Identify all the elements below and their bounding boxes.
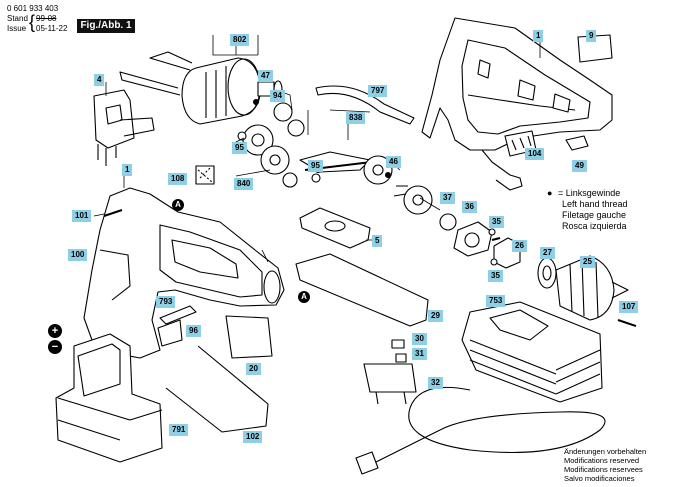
part-callout: 31	[412, 348, 427, 360]
brush-pad	[195, 165, 215, 185]
part-callout: 802	[230, 34, 250, 46]
footer-line-en: Modifications reserved	[564, 456, 640, 465]
part-callout: 94	[270, 90, 285, 102]
footer-line-de: Änderungen vorbehalten	[564, 447, 647, 456]
part-callout: 753	[486, 295, 506, 307]
charger	[355, 301, 606, 475]
part-callout: 37	[440, 192, 455, 204]
chuck-screw	[617, 319, 637, 327]
part-callout: 104	[525, 148, 545, 160]
callout-marker-a: A	[301, 292, 307, 301]
battery-pack	[55, 333, 163, 463]
panel-part	[225, 315, 273, 359]
issue-date: 05-11-22	[36, 24, 68, 33]
part-callout: 36	[462, 201, 477, 213]
drill-chuck	[555, 255, 629, 321]
part-callout: 26	[512, 240, 527, 252]
part-callout: 95	[308, 160, 323, 172]
small-part-31	[395, 353, 407, 363]
minus-terminal-sign: −	[51, 341, 59, 353]
holder-part	[157, 319, 183, 347]
stand-label: Stand	[7, 14, 28, 23]
part-callout: 793	[156, 296, 176, 308]
part-callout: 840	[234, 178, 254, 190]
gearbox-parts	[237, 102, 457, 231]
figure-tag: Fig./Abb. 1	[77, 19, 135, 33]
footer-line-fr: Modifications reservees	[564, 465, 643, 474]
part-callout: 107	[619, 301, 639, 313]
legend-line-fr: Filetage gauche	[562, 210, 627, 220]
part-callout: 791	[169, 424, 189, 436]
small-part-30	[391, 339, 405, 349]
part-callout: 838	[346, 112, 366, 124]
callout-marker-a: A	[175, 200, 181, 209]
part-callout: 95	[232, 142, 247, 154]
part-callout: 47	[258, 70, 273, 82]
part-callout: 49	[572, 160, 587, 172]
part-callout: 4	[94, 74, 105, 86]
part-callout: 96	[186, 325, 201, 337]
motor	[119, 51, 283, 125]
legend-line-de: = Linksgewinde	[558, 188, 621, 198]
pin-part	[159, 305, 197, 325]
issue-label: Issue	[7, 24, 27, 33]
part-callout: 797	[368, 85, 388, 97]
part-callout: 100	[68, 249, 88, 261]
part-callout: 30	[412, 333, 427, 345]
legend-marker: ●	[547, 188, 553, 198]
legend-line-es: Rosca izquierda	[562, 221, 627, 231]
drill-body	[83, 187, 285, 359]
strap	[315, 85, 415, 125]
part-callout: 1	[533, 30, 544, 42]
part-callout: 25	[580, 256, 595, 268]
clip-part	[565, 135, 589, 151]
document-number: 0 601 933 403	[7, 4, 59, 13]
stand-date: 99-08	[36, 14, 57, 23]
part-callout: 102	[243, 431, 263, 443]
side-plate	[295, 253, 429, 327]
part-callout: 9	[586, 30, 597, 42]
part-callout: 27	[540, 247, 555, 259]
footer-line-es: Salvo modificaciones	[564, 474, 635, 483]
part-callout: 20	[246, 363, 261, 375]
plus-terminal-sign: +	[51, 325, 59, 337]
part-callout: 108	[168, 173, 188, 185]
part-callout: 29	[428, 310, 443, 322]
header-brace: {	[29, 12, 36, 32]
part-callout: 5	[372, 235, 383, 247]
switch-unit	[93, 89, 155, 166]
part-callout: 32	[428, 377, 443, 389]
cover-part	[299, 207, 371, 249]
part-callout: 101	[72, 210, 92, 222]
housing-half-right	[421, 17, 613, 191]
wire-clip	[165, 345, 269, 433]
terminal-block	[363, 363, 417, 393]
legend-line-en: Left hand thread	[562, 199, 628, 209]
part-callout: 46	[386, 156, 401, 168]
part-callout: 35	[489, 216, 504, 228]
part-callout: 35	[488, 270, 503, 282]
part-callout: 1	[122, 164, 133, 176]
